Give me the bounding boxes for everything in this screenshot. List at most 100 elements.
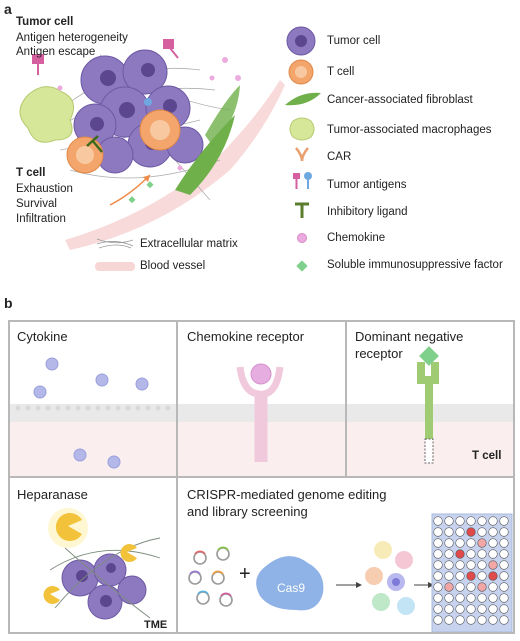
plus-sign: + — [239, 563, 251, 585]
t-cell-heading: T cell — [16, 167, 46, 179]
t-cell-icon — [288, 59, 314, 85]
t-cell-label: T cell — [472, 450, 502, 462]
fibroblast-icon — [285, 92, 321, 106]
well — [455, 593, 465, 603]
tumor-cell-item: Antigen heterogeneity — [16, 32, 128, 44]
cytokine-title: Cytokine — [17, 329, 68, 344]
well — [455, 615, 465, 625]
well — [499, 593, 509, 603]
crispr-panel: CRISPR-mediated genome editing and libra… — [176, 476, 515, 634]
well — [499, 604, 509, 614]
cytokine-panel: Cytokine — [8, 320, 178, 478]
cytokine-illustration — [10, 357, 176, 476]
well — [433, 582, 443, 592]
dnr-title-line2: receptor — [355, 346, 403, 361]
well — [477, 604, 487, 614]
well — [444, 571, 454, 581]
well — [444, 560, 454, 570]
car-icon — [295, 147, 309, 162]
well — [488, 571, 498, 581]
well — [477, 571, 487, 581]
well — [477, 593, 487, 603]
well — [433, 571, 443, 581]
well — [499, 516, 509, 526]
well — [466, 615, 476, 625]
well — [455, 549, 465, 559]
tumor-microenvironment-illustration — [19, 39, 285, 250]
well — [477, 516, 487, 526]
well — [477, 615, 487, 625]
well — [444, 516, 454, 526]
well — [499, 615, 509, 625]
heparanase-title: Heparanase — [17, 487, 88, 502]
heparanase-illustration — [43, 508, 161, 620]
inhibitory-ligand-icon — [295, 202, 309, 218]
well — [466, 604, 476, 614]
well — [466, 516, 476, 526]
t-cell-item: Exhaustion — [16, 183, 73, 195]
well — [488, 538, 498, 548]
well — [466, 549, 476, 559]
well — [488, 516, 498, 526]
well — [499, 538, 509, 548]
dominant-negative-receptor-panel: Dominant negative receptor T cell — [345, 320, 515, 478]
legend-label: Cancer-associated fibroblast — [327, 94, 473, 106]
chemokine-icon — [297, 233, 307, 243]
well — [433, 549, 443, 559]
well — [433, 527, 443, 537]
tumor-cell-item: Antigen escape — [16, 46, 96, 58]
well — [477, 527, 487, 537]
well — [444, 538, 454, 548]
well — [499, 527, 509, 537]
well — [488, 560, 498, 570]
crispr-illustration — [188, 513, 513, 632]
immunosuppressive-factor-icon — [296, 260, 308, 272]
legend-label: T cell — [327, 66, 355, 78]
well — [499, 560, 509, 570]
well — [433, 538, 443, 548]
well — [433, 593, 443, 603]
well — [444, 604, 454, 614]
crispr-title-line2: and library screening — [187, 504, 308, 519]
legend-label: Tumor cell — [327, 35, 381, 47]
well — [455, 516, 465, 526]
crispr-title-line1: CRISPR-mediated genome editing — [187, 487, 387, 502]
chemokine-receptor-title: Chemokine receptor — [187, 329, 305, 344]
well — [444, 582, 454, 592]
well — [466, 527, 476, 537]
well — [444, 527, 454, 537]
well — [488, 527, 498, 537]
dominant-negative-receptor-illustration — [347, 346, 513, 476]
well — [455, 538, 465, 548]
panel-a-letter: a — [4, 1, 12, 17]
tumor-cell-heading: Tumor cell — [16, 16, 74, 28]
well — [433, 516, 443, 526]
t-cell-item: Survival — [16, 198, 57, 210]
well — [499, 549, 509, 559]
dnr-title-line1: Dominant negative — [355, 329, 464, 344]
legend-label: Tumor-associated macrophages — [327, 124, 492, 136]
well — [488, 549, 498, 559]
well — [433, 615, 443, 625]
tumor-antigen-icon — [293, 172, 312, 189]
well — [488, 593, 498, 603]
well — [499, 571, 509, 581]
well — [455, 527, 465, 537]
well — [477, 582, 487, 592]
tumor-cell-icon — [286, 26, 316, 56]
extracellular-matrix-label: Extracellular matrix — [140, 238, 238, 250]
well — [488, 604, 498, 614]
well — [477, 549, 487, 559]
well — [466, 538, 476, 548]
legend-label: Chemokine — [327, 232, 386, 244]
well — [466, 571, 476, 581]
macrophage-icon — [289, 117, 315, 141]
extracellular-matrix-icon — [96, 238, 134, 249]
well — [455, 571, 465, 581]
legend: Tumor cell T cell Cancer-associated fibr… — [285, 25, 520, 285]
panel-b-letter: b — [4, 295, 13, 311]
legend-label: CAR — [327, 151, 352, 163]
t-cell-item: Infiltration — [16, 213, 66, 225]
well — [455, 582, 465, 592]
blood-vessel-label: Blood vessel — [140, 260, 206, 272]
